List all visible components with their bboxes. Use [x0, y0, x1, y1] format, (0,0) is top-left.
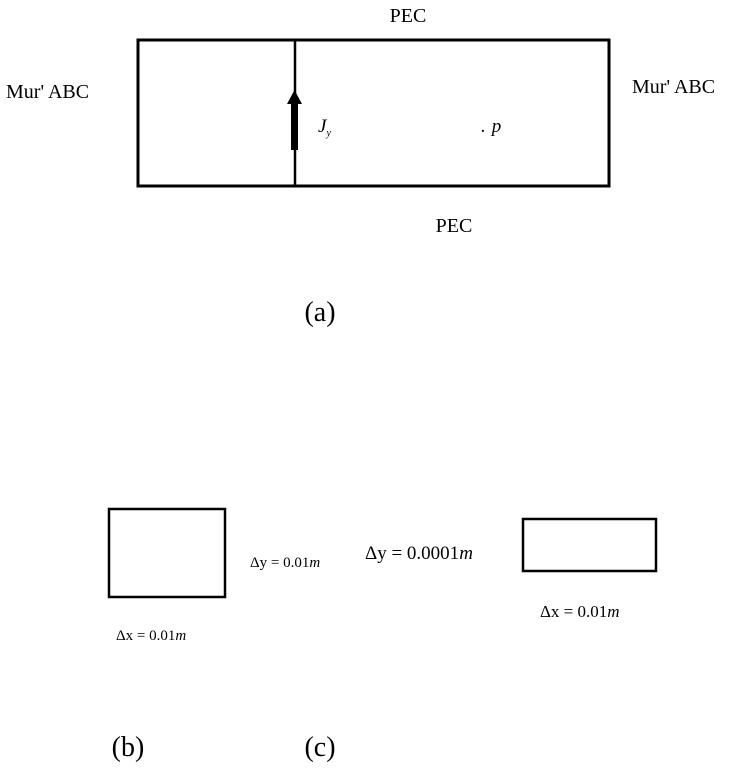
cell-c-dx-label: Δx = 0.01m [540, 602, 620, 621]
cell-b-dx-label: Δx = 0.01m [116, 628, 186, 644]
probe-dot: . [481, 116, 486, 137]
cell-c-outline [521, 517, 658, 573]
caption-c: (c) [304, 732, 335, 763]
cell-c-dy-label: Δy = 0.0001m [365, 543, 473, 564]
source-subscript: y [325, 128, 331, 139]
cell-b-outline [107, 507, 227, 599]
figure-c: Δy = 0.0001m Δx = 0.01m (c) [304, 517, 658, 763]
source-symbol: J [318, 116, 328, 137]
figure-b: Δy = 0.01m Δx = 0.01m (b) [107, 507, 320, 763]
right-boundary-label: Mur' ABC [632, 76, 715, 98]
domain-outline [136, 38, 611, 188]
source-label: Jy [318, 116, 331, 139]
probe-symbol: p [490, 116, 502, 137]
left-boundary-label: Mur' ABC [6, 81, 89, 103]
caption-a: (a) [304, 297, 335, 328]
bottom-boundary-label: PEC [436, 215, 473, 237]
source-arrow-icon [287, 90, 302, 150]
cell-b-dy-label: Δy = 0.01m [250, 555, 320, 571]
figure-a: PEC PEC Mur' ABC Mur' ABC Jy .p (a) [6, 5, 715, 328]
top-boundary-label: PEC [390, 5, 427, 27]
probe-label: .p [481, 116, 501, 137]
caption-b: (b) [112, 732, 145, 763]
